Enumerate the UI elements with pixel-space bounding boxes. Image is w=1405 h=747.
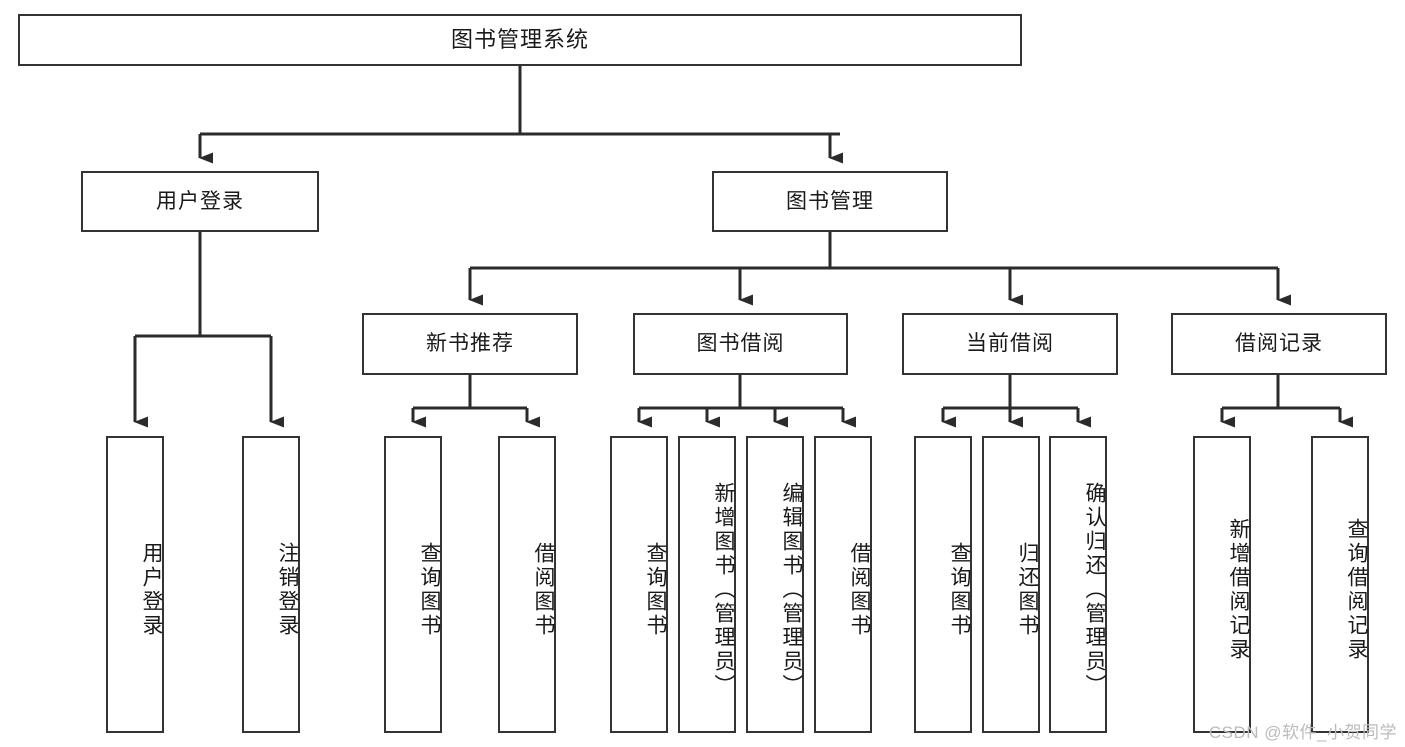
node-label: 编辑图书（管理员） [780, 481, 803, 698]
node-label: 图书管理 [786, 189, 874, 213]
leaf-logout[interactable]: 注销登录 [242, 436, 300, 733]
node-label: 查询图书 [418, 541, 441, 638]
node-label: 当前借阅 [966, 332, 1054, 356]
leaf-query-book-recommend[interactable]: 查询图书 [384, 436, 442, 733]
node-label: 用户登录 [140, 541, 163, 638]
node-current-borrow[interactable]: 当前借阅 [902, 313, 1118, 375]
leaf-borrow-book-recommend[interactable]: 借阅图书 [498, 436, 556, 733]
node-label: 查询图书 [644, 541, 667, 638]
node-label: 查询借阅记录 [1345, 517, 1368, 662]
node-label: 借阅图书 [532, 541, 555, 638]
node-label: 用户登录 [156, 189, 244, 213]
leaf-user-login[interactable]: 用户登录 [106, 436, 164, 733]
node-label: 新增借阅记录 [1227, 517, 1250, 662]
node-label: 借阅图书 [848, 541, 871, 638]
node-label: 借阅记录 [1235, 332, 1323, 356]
leaf-query-borrow-record[interactable]: 查询借阅记录 [1311, 436, 1369, 733]
node-book-management[interactable]: 图书管理 [712, 171, 948, 232]
leaf-borrow-book[interactable]: 借阅图书 [814, 436, 872, 733]
leaf-edit-book[interactable]: 编辑图书（管理员） [746, 436, 804, 733]
node-root-system[interactable]: 图书管理系统 [18, 14, 1022, 66]
node-label: 新增图书（管理员） [712, 481, 735, 698]
leaf-return-book[interactable]: 归还图书 [982, 436, 1040, 733]
node-label: 注销登录 [276, 541, 299, 638]
node-label: 查询图书 [948, 541, 971, 638]
node-book-borrow[interactable]: 图书借阅 [633, 313, 848, 375]
node-label: 新书推荐 [426, 332, 514, 356]
node-label: 确认归还（管理员） [1083, 481, 1106, 698]
leaf-add-book[interactable]: 新增图书（管理员） [678, 436, 736, 733]
node-label: 归还图书 [1016, 541, 1039, 638]
leaf-query-book-current[interactable]: 查询图书 [914, 436, 972, 733]
csdn-watermark: CSDN @软件_小贺同学 [1208, 723, 1397, 742]
leaf-query-book-borrow[interactable]: 查询图书 [610, 436, 668, 733]
node-borrow-record[interactable]: 借阅记录 [1171, 313, 1387, 375]
node-user-login[interactable]: 用户登录 [81, 171, 319, 232]
node-label: 图书管理系统 [450, 26, 589, 52]
node-new-book-recommend[interactable]: 新书推荐 [362, 313, 578, 375]
leaf-confirm-return[interactable]: 确认归还（管理员） [1049, 436, 1107, 733]
node-label: 图书借阅 [696, 332, 785, 356]
leaf-add-borrow-record[interactable]: 新增借阅记录 [1193, 436, 1251, 733]
